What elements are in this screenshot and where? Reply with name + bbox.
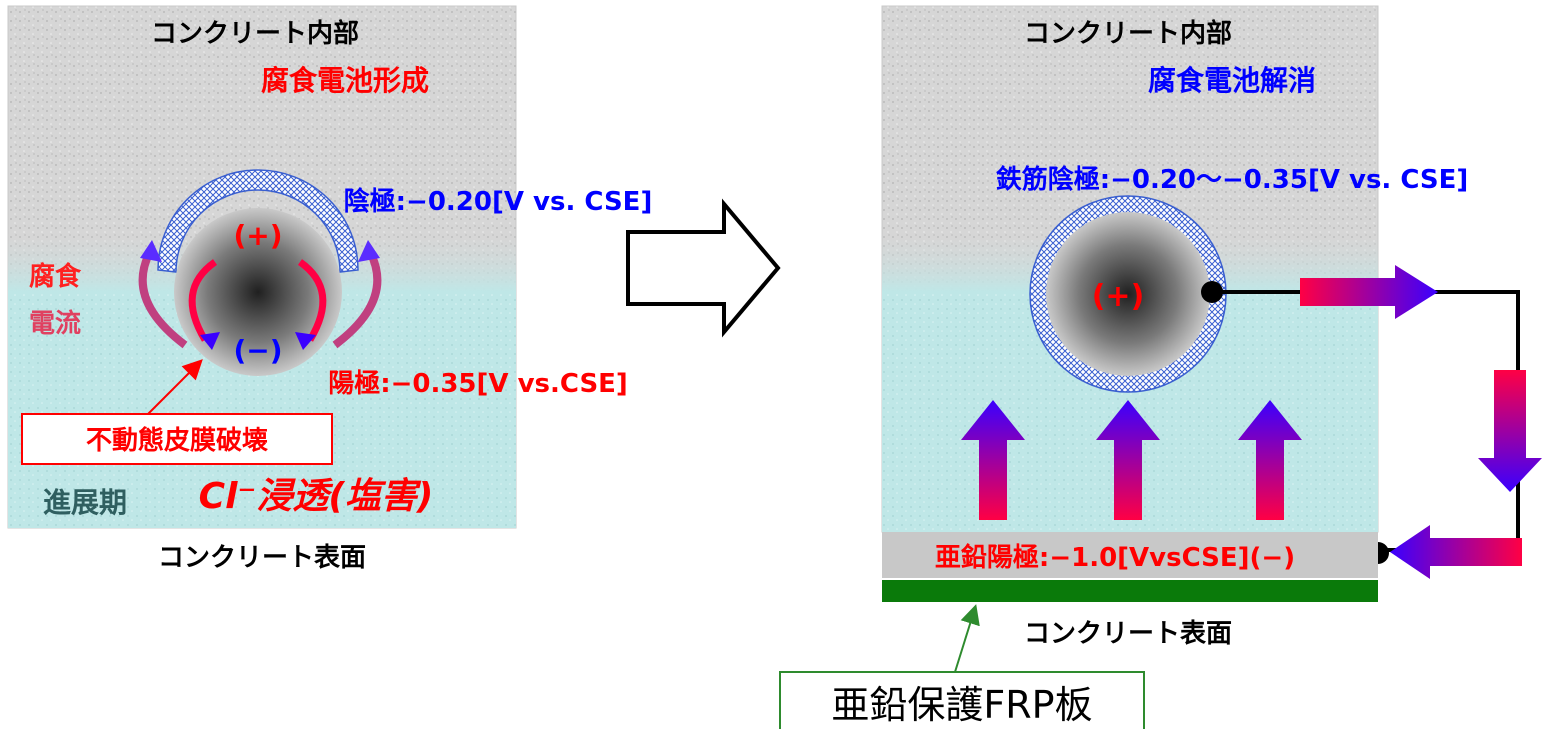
zinc-anode-layer — [882, 532, 1378, 578]
transition-arrow — [626, 198, 781, 338]
protection-arrow-3 — [1238, 400, 1302, 520]
left-status: 腐食電池形成 — [261, 64, 429, 97]
left-bottom-label: コンクリート表面 — [158, 543, 366, 573]
current-arrowhead-outer-left — [140, 240, 162, 262]
plate-callout-text: 亜鉛保護FRP板 — [831, 683, 1092, 727]
current-arrow-outer-left — [138, 250, 188, 349]
right-status: 腐食電池解消 — [1148, 64, 1316, 97]
right-bottom-label: コンクリート表面 — [1024, 619, 1232, 649]
right-rebar — [1046, 212, 1210, 376]
left-anode-label: 陽極:−0.35[V vs.CSE] — [328, 369, 628, 399]
stage-label: 進展期 — [43, 486, 127, 519]
current-arrowhead-inner-right — [295, 332, 316, 350]
circuit-arrow-left — [1390, 525, 1522, 579]
passive-film-arc — [157, 169, 359, 273]
current-arrow-outer-right — [332, 250, 382, 349]
left-top-label: コンクリート内部 — [151, 19, 359, 49]
rebar-terminal — [1201, 281, 1223, 303]
left-cathode-label: 陰極:−0.20[V vs. CSE] — [344, 186, 653, 217]
current-arrowhead-outer-right — [358, 240, 380, 262]
left-plus-sign: (+) — [233, 219, 282, 252]
right-plus-sign: (+) — [1092, 279, 1145, 314]
frp-plate — [882, 580, 1378, 602]
corrosion-current-arrows — [138, 240, 382, 350]
callout-pointer — [139, 359, 203, 423]
circuit-arrow-down — [1478, 370, 1542, 492]
right-cathode-label: 鉄筋陰極:−0.20〜−0.35[V vs. CSE] — [996, 164, 1469, 195]
zinc-anode-label: 亜鉛陽極:−1.0[VvsCSE](−) — [935, 542, 1295, 573]
protection-arrow-2 — [1096, 400, 1160, 520]
left-minus-sign: (−) — [233, 334, 282, 367]
current-label-1: 腐食 — [29, 261, 82, 292]
circuit-arrow-right — [1300, 265, 1438, 319]
left-panel: コンクリート内部 腐食電池形成 陰極:−0.20[V vs. CSE] (+) … — [7, 5, 653, 573]
right-panel: コンクリート内部 腐食電池解消 鉄筋陰極:−0.20〜−0.35[V vs. C… — [779, 5, 1542, 729]
current-arrow-inner-left — [188, 259, 218, 342]
plate-callout-pointer — [954, 604, 980, 673]
current-label-2: 電流 — [29, 309, 81, 339]
callout-box — [21, 413, 333, 465]
protection-arrow-1 — [961, 400, 1025, 520]
callout-text: 不動態皮膜破壊 — [86, 425, 268, 456]
chloride-label: Cl⁻浸透(塩害) — [199, 476, 434, 517]
current-arrow-inner-right — [297, 259, 327, 342]
plate-callout-box — [779, 671, 1145, 729]
current-arrowhead-inner-left — [200, 332, 220, 350]
right-top-label: コンクリート内部 — [1024, 19, 1232, 49]
